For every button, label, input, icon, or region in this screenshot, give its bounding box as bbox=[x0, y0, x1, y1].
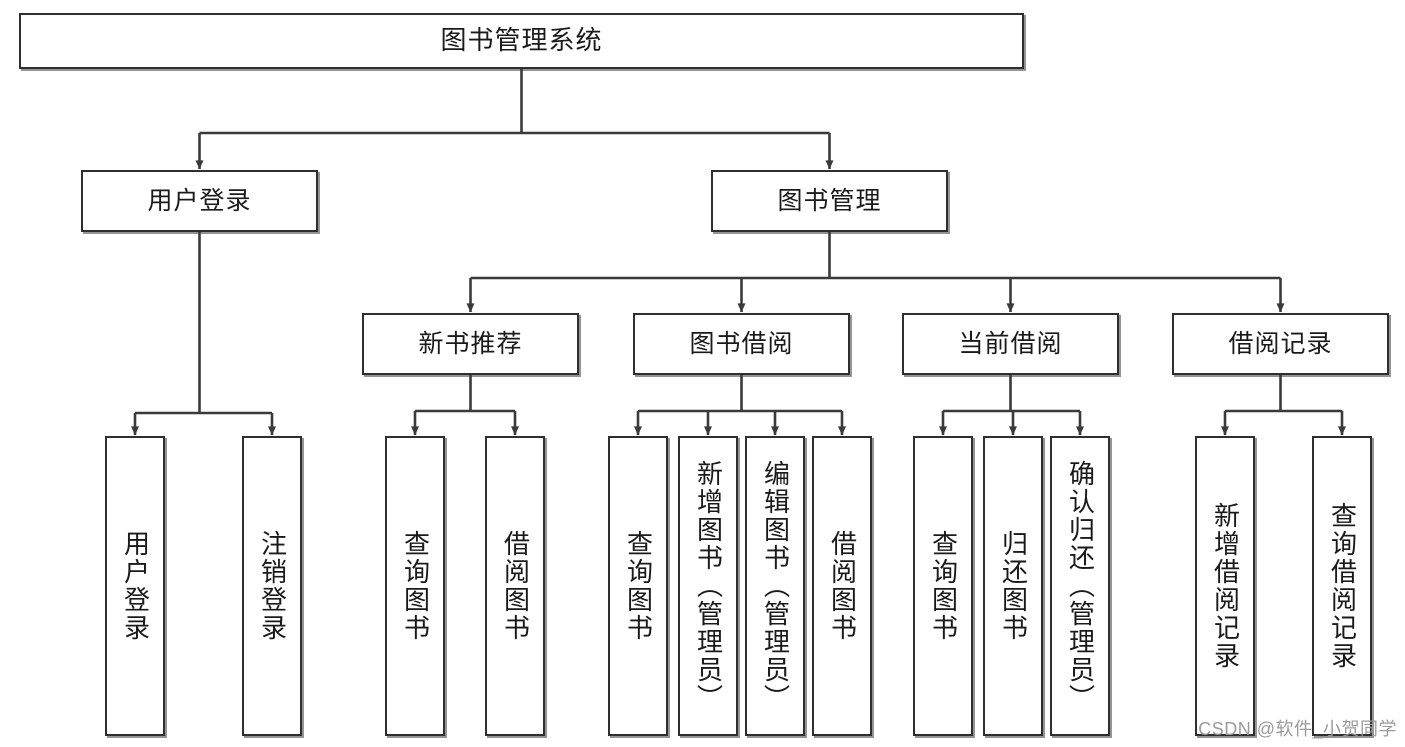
node-label: 用户登录 bbox=[147, 186, 252, 215]
node-label: 新增借阅记录 bbox=[1210, 502, 1241, 670]
node-login[interactable]: 用户登录 bbox=[81, 170, 318, 232]
node-newbook[interactable]: 新书推荐 bbox=[362, 313, 579, 375]
node-label: 图书管理 bbox=[777, 186, 882, 215]
node-leaf-current-2[interactable]: 归还图书 bbox=[983, 436, 1043, 736]
node-label: 借阅图书 bbox=[827, 530, 858, 642]
node-label: 查询借阅记录 bbox=[1327, 502, 1358, 670]
node-leaf-current-1[interactable]: 查询图书 bbox=[913, 436, 973, 736]
node-leaf-current-3[interactable]: 确认归还（管理员） bbox=[1050, 436, 1110, 736]
node-current[interactable]: 当前借阅 bbox=[902, 313, 1119, 375]
node-label: 查询图书 bbox=[623, 530, 654, 642]
node-label: 查询图书 bbox=[928, 530, 959, 642]
node-label: 注销登录 bbox=[257, 530, 288, 642]
node-leaf-login-2[interactable]: 注销登录 bbox=[242, 436, 302, 736]
node-label: 编辑图书（管理员） bbox=[760, 460, 791, 712]
node-leaf-newbook-2[interactable]: 借阅图书 bbox=[485, 436, 545, 736]
node-label: 图书借阅 bbox=[689, 329, 794, 358]
node-label: 确认归还（管理员） bbox=[1065, 460, 1096, 712]
node-leaf-borrow-2[interactable]: 新增图书（管理员） bbox=[678, 436, 738, 736]
node-label: 归还图书 bbox=[998, 530, 1029, 642]
node-bookmgmt[interactable]: 图书管理 bbox=[711, 170, 948, 232]
node-label: 图书管理系统 bbox=[440, 25, 603, 56]
node-label: 借阅图书 bbox=[500, 530, 531, 642]
node-root[interactable]: 图书管理系统 bbox=[19, 13, 1024, 69]
node-label: 当前借阅 bbox=[958, 329, 1063, 358]
node-label: 用户登录 bbox=[120, 530, 151, 642]
node-leaf-borrow-3[interactable]: 编辑图书（管理员） bbox=[745, 436, 805, 736]
node-label: 查询图书 bbox=[400, 530, 431, 642]
csdn-watermark: CSDN @软件_小贺同学 bbox=[1198, 719, 1397, 739]
node-label: 借阅记录 bbox=[1228, 329, 1333, 358]
node-label: 新增图书（管理员） bbox=[693, 460, 724, 712]
node-leaf-borrow-4[interactable]: 借阅图书 bbox=[812, 436, 872, 736]
node-leaf-login-1[interactable]: 用户登录 bbox=[105, 436, 165, 736]
node-leaf-records-2[interactable]: 查询借阅记录 bbox=[1312, 436, 1372, 736]
node-leaf-newbook-1[interactable]: 查询图书 bbox=[385, 436, 445, 736]
node-records[interactable]: 借阅记录 bbox=[1172, 313, 1389, 375]
node-leaf-records-1[interactable]: 新增借阅记录 bbox=[1195, 436, 1255, 736]
node-borrow[interactable]: 图书借阅 bbox=[633, 313, 850, 375]
node-label: 新书推荐 bbox=[418, 329, 523, 358]
node-leaf-borrow-1[interactable]: 查询图书 bbox=[608, 436, 668, 736]
